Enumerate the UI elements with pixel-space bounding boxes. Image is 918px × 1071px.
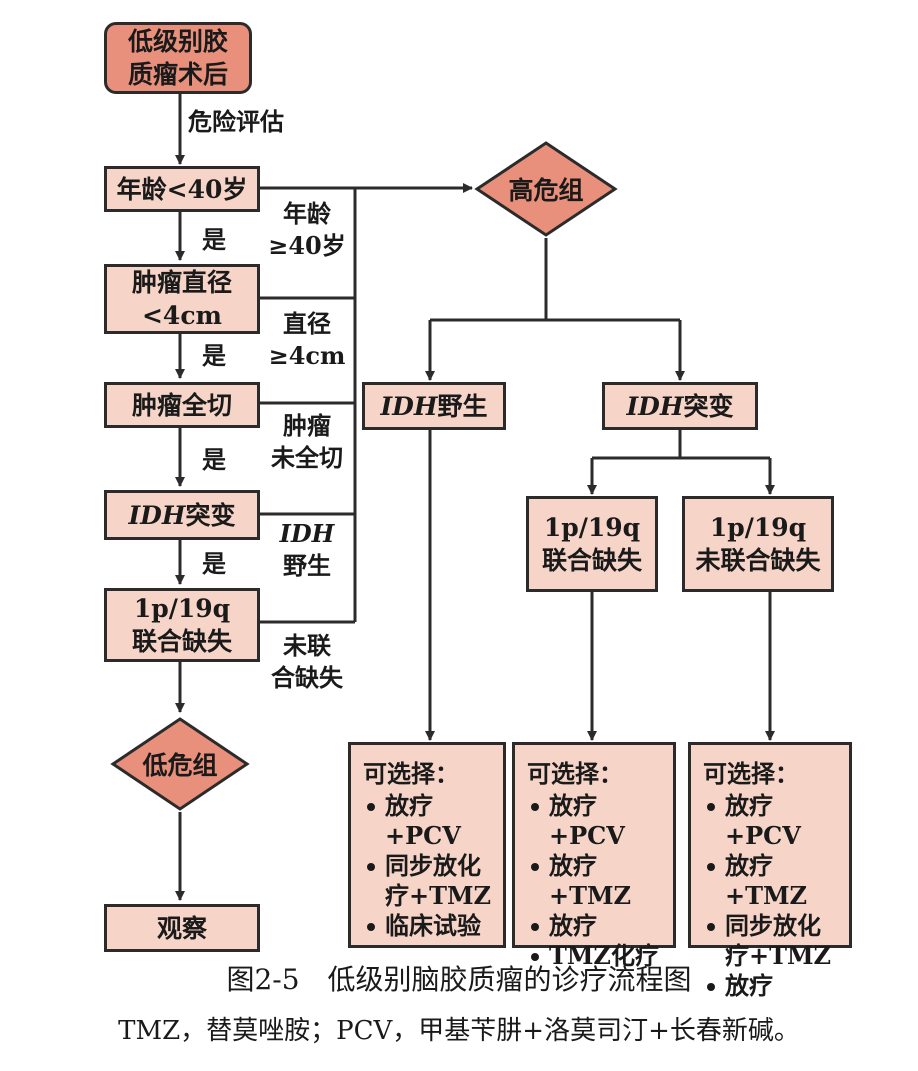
idh-mutant-node-left: IDH突变	[104, 490, 260, 540]
idh-wild-node: IDH野生	[362, 382, 506, 430]
option-item: 放疗	[703, 971, 839, 1001]
non-codeletion-node-right: 1p/19q 未联合缺失	[682, 496, 834, 592]
idh-mutant-node-right: IDH突变	[602, 382, 758, 430]
high-risk-label: 高危组	[508, 176, 584, 205]
start-line-2: 质瘤术后	[127, 60, 228, 89]
observe-node: 观察	[104, 904, 260, 952]
option-item: 放疗+PCV	[363, 791, 493, 851]
options-title: 可选择：	[363, 759, 459, 788]
diameter-line-2: <4cm	[141, 301, 223, 330]
codeletion-right-line-2: 联合缺失	[541, 546, 642, 575]
low-risk-label: 低危组	[142, 751, 218, 780]
low-risk-diamond: 低危组	[110, 716, 250, 812]
option-item: 放疗+PCV	[527, 791, 663, 851]
risk-assessment-label: 危险评估	[188, 107, 284, 136]
option-item: TMZ化疗	[527, 941, 663, 971]
option-item: 放疗+TMZ	[703, 851, 839, 911]
codeletion-node-left: 1p/19q 联合缺失	[104, 588, 260, 662]
start-line-1: 低级别胶	[127, 27, 228, 56]
codeletion-right-line-1: 1p/19q	[543, 513, 641, 542]
age-ge40-label: 年龄≥40岁	[268, 199, 346, 260]
yes-label-3: 是	[202, 445, 226, 474]
option-item: 同步放化	[363, 851, 493, 881]
non-codeletion-right-line-1: 1p/19q	[709, 513, 807, 542]
options-title: 可选择：	[703, 759, 799, 788]
observe-label: 观察	[156, 913, 207, 943]
idh-mutant-left-text: IDH突变	[128, 500, 236, 530]
option-item: 放疗	[527, 911, 663, 941]
option-item: 放疗+TMZ	[527, 851, 663, 911]
option-item: 同步放化	[703, 911, 839, 941]
options-codeletion: 可选择： 放疗+PCV 放疗+TMZ 放疗 TMZ化疗	[512, 742, 676, 970]
low-risk-diamond-shape	[110, 717, 250, 811]
age-node: 年龄<40岁	[104, 166, 260, 212]
non-codeletion-right-line-2: 未联合缺失	[695, 546, 821, 575]
codeletion-node-right: 1p/19q 联合缺失	[526, 496, 658, 592]
option-item: 临床试验	[363, 911, 493, 941]
diameter-ge4-label: 直径≥4cm	[268, 309, 346, 370]
high-risk-diamond: 高危组	[474, 140, 618, 238]
high-risk-diamond-shape	[474, 141, 618, 237]
start-node: 低级别胶 质瘤术后	[104, 22, 252, 94]
age-label: 年龄<40岁	[116, 174, 248, 204]
options-list: 放疗+PCV 放疗+TMZ 同步放化 疗+TMZ 放疗	[703, 791, 839, 1001]
codeletion-left-line-1: 1p/19q	[133, 594, 231, 623]
diameter-node: 肿瘤直径 <4cm	[104, 264, 260, 334]
options-title: 可选择：	[527, 759, 623, 788]
codeletion-left-line-2: 联合缺失	[131, 627, 232, 656]
not-full-resection-label: 肿瘤未全切	[271, 411, 343, 472]
figure-caption: 图2-5 低级别脑胶质瘤的诊疗流程图	[226, 963, 692, 996]
option-item: 放疗+PCV	[703, 791, 839, 851]
yes-label-2: 是	[202, 341, 226, 370]
yes-label-4: 是	[202, 549, 226, 578]
yes-label-1: 是	[202, 225, 226, 254]
figure-note: TMZ，替莫唑胺；PCV，甲基苄肼+洛莫司汀+长春新碱。	[118, 1016, 800, 1046]
option-item: 疗+TMZ	[725, 941, 832, 970]
options-list: 放疗+PCV 同步放化 疗+TMZ 临床试验	[363, 791, 493, 941]
options-idh-wild: 可选择： 放疗+PCV 同步放化 疗+TMZ 临床试验	[348, 742, 506, 948]
diameter-line-1: 肿瘤直径	[131, 268, 232, 297]
options-list: 放疗+PCV 放疗+TMZ 放疗 TMZ化疗	[527, 791, 663, 971]
options-non-codeletion: 可选择： 放疗+PCV 放疗+TMZ 同步放化 疗+TMZ 放疗	[688, 742, 852, 1000]
idh-mutant-right-text: IDH突变	[626, 391, 734, 421]
idh-wild-text: IDH野生	[380, 391, 488, 421]
resection-node: 肿瘤全切	[104, 382, 260, 428]
option-item: 疗+TMZ	[385, 881, 492, 910]
non-codeletion-side-label: 未联合缺失	[271, 631, 343, 692]
resection-label: 肿瘤全切	[131, 390, 232, 420]
